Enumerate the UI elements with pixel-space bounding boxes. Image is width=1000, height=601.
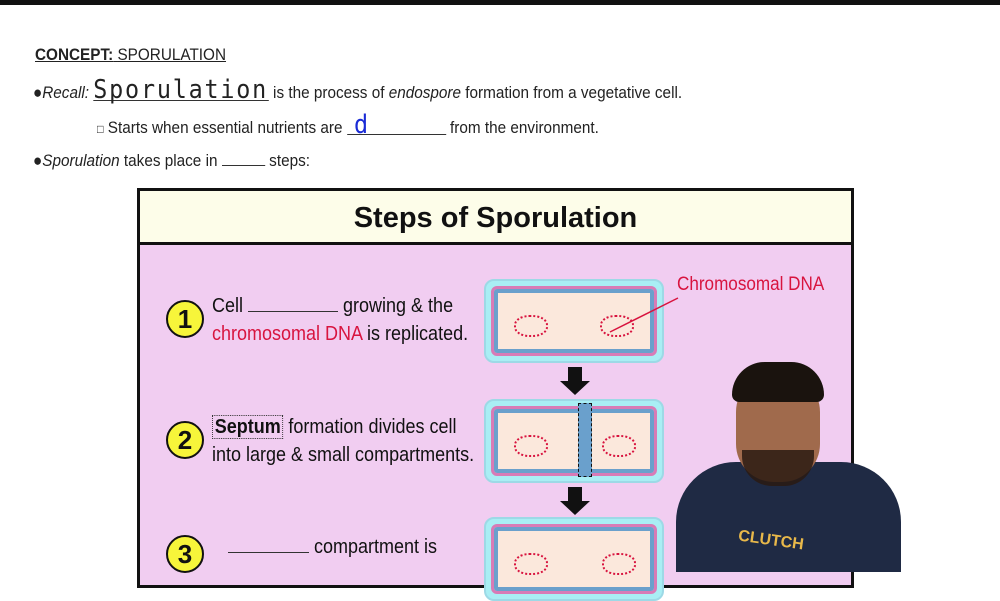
step-text: formation divides cell bbox=[283, 416, 456, 438]
concept-title: SPORULATION bbox=[117, 45, 226, 64]
table-title: Steps of Sporulation bbox=[140, 191, 851, 245]
nutrients-text: Starts when essential nutrients are bbox=[108, 118, 347, 137]
recall-label: Recall: bbox=[42, 83, 89, 102]
step-number-3: 3 bbox=[166, 535, 204, 573]
checkbox-icon: □ bbox=[97, 122, 104, 136]
presenter-video: CLUTCH bbox=[676, 362, 916, 562]
recall-text: is the process of bbox=[273, 83, 389, 102]
concept-heading: CONCEPT: SPORULATION bbox=[35, 45, 226, 65]
steps-text: takes place in bbox=[120, 151, 222, 170]
step-text: growing & the bbox=[338, 295, 453, 317]
step-text: compartment is bbox=[309, 536, 437, 558]
step-text: Cell bbox=[212, 295, 248, 317]
steps-text-end: steps: bbox=[265, 151, 310, 170]
presenter-hair bbox=[732, 362, 824, 402]
step-number-2: 2 bbox=[166, 421, 204, 459]
step-number-1: 1 bbox=[166, 300, 204, 338]
recall-italic: endospore bbox=[389, 83, 461, 102]
down-arrow-icon bbox=[568, 487, 582, 503]
step-1-text: Cell growing & the chromosomal DNA is re… bbox=[212, 292, 468, 348]
recall-answer: Sporulation bbox=[93, 80, 269, 101]
bullet: ● bbox=[33, 83, 42, 102]
chromosomal-dna-label: Chromosomal DNA bbox=[677, 274, 824, 296]
nutrients-text-end: from the environment. bbox=[450, 118, 599, 137]
nutrients-line: □ Starts when essential nutrients are d … bbox=[97, 116, 599, 138]
step-text: into large & small compartments. bbox=[212, 444, 474, 466]
steps-italic: Sporulation bbox=[42, 151, 119, 170]
recall-text-end: formation from a vegetative cell. bbox=[461, 83, 682, 102]
cell-diagram-2 bbox=[484, 399, 664, 483]
nutrients-answer: d bbox=[347, 116, 446, 135]
cell-diagram-3 bbox=[484, 517, 664, 601]
step-2-text: Septum formation divides cell into large… bbox=[212, 413, 474, 469]
recall-line: ●Recall: Sporulation is the process of e… bbox=[33, 80, 682, 103]
step-3-text: compartment is bbox=[228, 533, 437, 561]
down-arrow-icon bbox=[568, 367, 582, 383]
bullet: ● bbox=[33, 151, 42, 170]
pointer-line bbox=[600, 296, 680, 336]
steps-line: ●Sporulation takes place in steps: bbox=[33, 151, 310, 171]
video-top-bar bbox=[0, 0, 1000, 5]
step-text: is replicated. bbox=[362, 323, 468, 345]
septum-term: Septum bbox=[212, 415, 283, 439]
concept-label: CONCEPT: bbox=[35, 45, 113, 64]
dna-text: chromosomal DNA bbox=[212, 323, 362, 345]
